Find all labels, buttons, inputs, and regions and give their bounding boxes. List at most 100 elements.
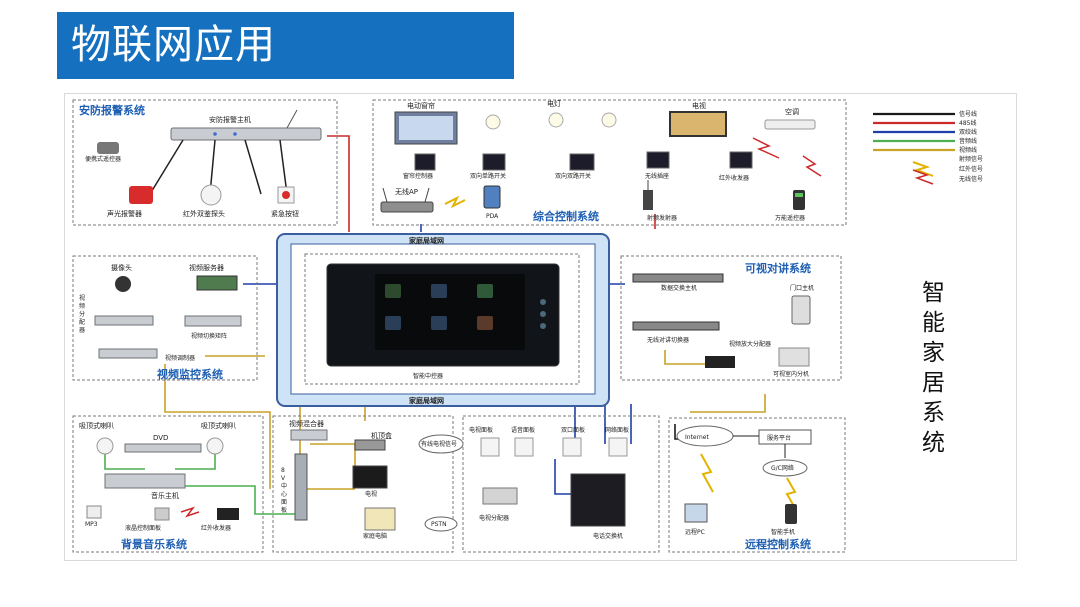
app-icon bbox=[431, 316, 447, 330]
control-lamp-label: 电灯 bbox=[547, 99, 561, 108]
slide-title: 物联网应用 bbox=[71, 22, 276, 68]
control-tv-label: 电视 bbox=[692, 101, 706, 110]
ir-transceiver-icon bbox=[729, 151, 753, 169]
controller-button-icon bbox=[540, 323, 546, 329]
panels-voice-label: 语音面板 bbox=[511, 426, 535, 434]
music-speaker-l-label: 吸顶式喇叭 bbox=[79, 421, 114, 430]
ap-antenna-2-icon bbox=[424, 187, 430, 203]
wire-video-6 bbox=[690, 394, 766, 413]
panels-box bbox=[462, 415, 660, 553]
wire-video-1 bbox=[164, 364, 271, 489]
remote-icon bbox=[97, 142, 119, 154]
vtitle-char-5: 系 bbox=[922, 400, 945, 426]
video-modulator-label: 视频调制器 bbox=[165, 354, 195, 362]
music-ir-label: 红外收发器 bbox=[201, 524, 231, 532]
camera-icon bbox=[115, 276, 131, 292]
center-panel-char-5: 面 bbox=[281, 499, 287, 506]
remote-wireless-2-icon bbox=[785, 477, 797, 509]
panels-system: 电视面板 语音面板 双口面板 网络面板 电视分配器 电话交换机 bbox=[462, 415, 660, 553]
legend-bolt-1-icon bbox=[912, 161, 934, 177]
wireless-bolt-icon bbox=[444, 195, 466, 209]
lamp-2-icon bbox=[548, 112, 564, 128]
smart-home-diagram: 信号线 485线 双绞线 音频线 视频线 射频信号 红外信号 无线信号 智 能 … bbox=[64, 93, 1017, 561]
control-system: 电动窗帘 窗帘控制器 双向单路开关 电灯 双向双路开关 电视 空调 无线插座 红… bbox=[372, 99, 847, 226]
security-cables bbox=[149, 139, 288, 195]
ac-icon bbox=[764, 119, 816, 130]
amplifier-icon bbox=[705, 356, 735, 368]
wire-485-security bbox=[327, 135, 350, 232]
phone-switch-icon bbox=[570, 473, 626, 527]
music-host-icon bbox=[104, 473, 186, 489]
vtitle-char-1: 智 bbox=[922, 280, 945, 306]
panels-twist-label: 双口面板 bbox=[561, 426, 585, 434]
curtain-window-icon bbox=[399, 116, 453, 140]
ir-signal-icon bbox=[752, 137, 780, 159]
socket-icon bbox=[646, 151, 670, 169]
ap-icon bbox=[380, 201, 434, 213]
hub-pc-label: 家庭电脑 bbox=[363, 532, 387, 540]
video-splitter-icon bbox=[94, 315, 154, 326]
music-box bbox=[72, 415, 264, 553]
diagram-canvas: 信号线 485线 双绞线 音频线 视频线 射频信号 红外信号 无线信号 智 能 … bbox=[72, 99, 983, 553]
hub-mixer-label: 视频混合器 bbox=[289, 419, 324, 428]
lan-bottom-label: 家庭局域网 bbox=[409, 396, 444, 405]
wire-audio-l bbox=[104, 454, 145, 470]
twist-panel-icon bbox=[562, 437, 582, 457]
legend-signal: 信号线 bbox=[959, 110, 977, 118]
wire-audio-r bbox=[175, 454, 216, 470]
rf-emitter-icon bbox=[643, 190, 653, 210]
intercom-system: 可视对讲系统 数据交换主机 门口主机 无线对讲切换器 视频放大分配器 可视室内分… bbox=[620, 255, 842, 381]
music-panel-label: 液晶控制面板 bbox=[125, 524, 161, 532]
legend-twisted: 双绞线 bbox=[959, 128, 977, 136]
video-system: 摄像头 视频服务器 视 频 分 配 器 视频切换矩阵 视频调制器 视频监控系统 bbox=[72, 255, 258, 381]
emergency-dot-icon bbox=[282, 191, 290, 199]
lamp-1-icon bbox=[485, 114, 501, 130]
remote-gprs-label: G/C网络 bbox=[771, 464, 794, 472]
control-ap-label: 无线AP bbox=[395, 187, 418, 196]
control-double-switch-label: 双向双路开关 bbox=[555, 172, 591, 180]
wireless-switch-icon bbox=[632, 321, 720, 331]
remote-screen-icon bbox=[795, 193, 803, 197]
remote-system: Internet 服务平台 G/C网络 远程PC 智能手机 远程控制系统 bbox=[668, 417, 846, 553]
single-switch-icon bbox=[482, 153, 506, 171]
tv-splitter-icon bbox=[482, 487, 518, 505]
control-ir-label: 红外收发器 bbox=[719, 174, 749, 182]
curtain-ctrl-icon bbox=[414, 153, 436, 171]
speaker-left-icon bbox=[96, 437, 114, 455]
security-ir-label: 红外双鉴探头 bbox=[183, 209, 225, 218]
dvd-icon bbox=[124, 443, 202, 453]
legend-ir: 红外信号 bbox=[959, 165, 983, 173]
legend-rf: 射频信号 bbox=[959, 155, 983, 163]
vertical-title: 智 能 家 居 系 统 bbox=[922, 280, 945, 456]
title-bar: 物联网应用 bbox=[57, 12, 514, 79]
remote-pc-icon bbox=[684, 503, 708, 523]
legend-485: 485线 bbox=[959, 119, 976, 127]
host-led-icon bbox=[233, 132, 237, 136]
hub-system: 视频混合器 机顶盒 有线电视信号 8 V 中 心 面 板 电视 家庭电脑 PST… bbox=[272, 415, 464, 553]
indoor-unit-icon bbox=[778, 347, 810, 367]
control-universal-remote-label: 万能遥控器 bbox=[775, 214, 805, 222]
wires bbox=[104, 135, 766, 515]
control-single-switch-label: 双向单路开关 bbox=[470, 172, 506, 180]
remote-pc-label: 远程PC bbox=[685, 528, 705, 536]
control-socket-label: 无线插座 bbox=[645, 172, 669, 180]
controller-app-icons bbox=[385, 284, 493, 330]
hub-box bbox=[272, 415, 454, 553]
music-ir-signal-icon bbox=[180, 506, 200, 518]
music-mp3-label: MP3 bbox=[85, 521, 98, 528]
control-pda-label: PDA bbox=[486, 213, 499, 220]
vtitle-char-2: 能 bbox=[922, 310, 945, 336]
wire-video-3 bbox=[299, 394, 355, 490]
center-panel-char-1: 8 bbox=[281, 467, 285, 474]
security-host-label: 安防报警主机 bbox=[209, 115, 251, 124]
host-antenna-icon bbox=[286, 109, 298, 129]
legend-audio: 音频线 bbox=[959, 137, 977, 145]
lamp-3-icon bbox=[601, 112, 617, 128]
app-icon bbox=[477, 316, 493, 330]
lcd-panel-icon bbox=[154, 507, 170, 521]
control-curtain-label: 电动窗帘 bbox=[407, 101, 435, 110]
panels-net-label: 网络面板 bbox=[605, 426, 629, 434]
smartphone-icon bbox=[785, 504, 797, 524]
data-switch-icon bbox=[632, 273, 724, 283]
app-icon bbox=[431, 284, 447, 298]
